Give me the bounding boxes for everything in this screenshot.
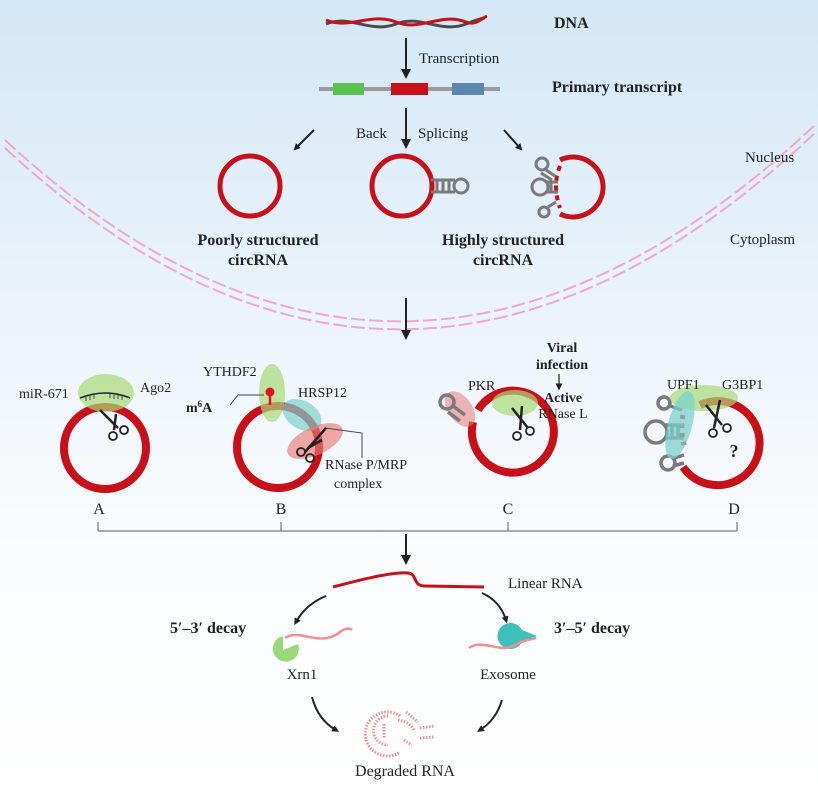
arrow-to-exosome [481,592,509,624]
viral-label: Viral [547,341,578,356]
rnase-pmrp-label: RNase P/MRP [325,458,407,473]
back-label: Back [356,126,387,142]
arrow-to-xrn1 [294,595,327,626]
xrn1-enzyme-icon [272,636,299,662]
primary-transcript-icon [319,83,500,95]
panel-a-label: A [93,501,105,518]
highly-structured-label: Highly structured [442,232,564,249]
exosome-rna-strand-icon [468,636,537,650]
scissors-icon [99,409,129,441]
mir671-label: miR-671 [19,387,69,402]
exosome-enzyme-icon [497,623,537,650]
mir671-strand-icon [79,392,131,399]
xrn1-to-degraded-arrow [311,696,340,732]
hrsp12-protein-icon [282,398,322,432]
scissors-icon [296,427,327,463]
rnase-l-protein-icon [492,390,538,416]
panel-d-upf1-g3bp1-cleavage [643,385,764,490]
m6a-modification-icon [265,387,275,397]
ago2-label: Ago2 [140,381,171,396]
unknown-mechanism-label: ? [730,441,739,461]
m6a-label: m6A [186,399,213,416]
degraded-rna-icon [363,710,435,758]
dna-label: DNA [554,15,589,32]
primary-transcript-label: Primary transcript [552,79,683,96]
poorly-structured-circrna-icon [217,153,283,219]
highly-structured-circrna-label: circRNA [473,252,534,269]
scissors-icon [705,399,732,438]
panel-c-rnase-l-cleavage [438,386,558,477]
degraded-rna-label: Degraded RNA [355,763,455,780]
rnase-pmrp-complex-label: complex [334,477,382,492]
decay-35-label: 3′–5′ decay [554,620,630,637]
decay-53-label: 5′–3′ decay [170,620,246,637]
transcription-label: Transcription [419,51,500,67]
m6a-leader-line [229,394,264,406]
rnase-l-label: RNase L [538,407,587,422]
linear-rna-label: Linear RNA [508,576,583,592]
hrsp12-label: HRSP12 [298,386,347,401]
poorly-structured-circrna-label: circRNA [228,252,289,269]
linear-rna-icon [332,571,485,589]
panel-a-ago2-cleavage [60,374,150,493]
exosome-highlight [535,629,541,635]
exosome-to-degraded-arrow [477,699,503,732]
arrow-to-highly-structured [503,129,523,151]
exosome-label: Exosome [480,667,536,683]
xrn1-label: Xrn1 [287,667,318,683]
panels-bracket [97,522,738,532]
panel-c-label: C [503,501,514,518]
splicing-label: Splicing [418,126,469,142]
ythdf2-label: YTHDF2 [203,365,257,380]
poorly-structured-label: Poorly structured [197,232,318,249]
structured-circrna-multi-hairpin-icon [530,154,606,220]
panel-b-rnase-pmrp-cleavage [229,364,363,492]
panel-b-label: B [276,501,287,518]
g3bp1-label: G3BP1 [722,378,763,393]
rnase-pmrp-leader-line [324,427,363,458]
dna-helix-icon [325,14,488,29]
xrn1-rna-strand-icon [284,627,353,640]
cytoplasm-label: Cytoplasm [730,232,795,248]
panel-d-label: D [728,501,740,518]
nuclear-membrane [4,124,816,331]
upf1-protein-icon [665,391,695,459]
nucleus-label: Nucleus [745,150,794,166]
scissors-icon [511,405,535,441]
arrow-to-poorly-structured [293,129,315,151]
infection-label: infection [536,358,588,373]
pkr-label: PKR [468,379,496,394]
active-label: Active [544,391,582,406]
upf1-label: UPF1 [667,378,700,393]
structured-circrna-hairpin-icon [369,153,470,219]
